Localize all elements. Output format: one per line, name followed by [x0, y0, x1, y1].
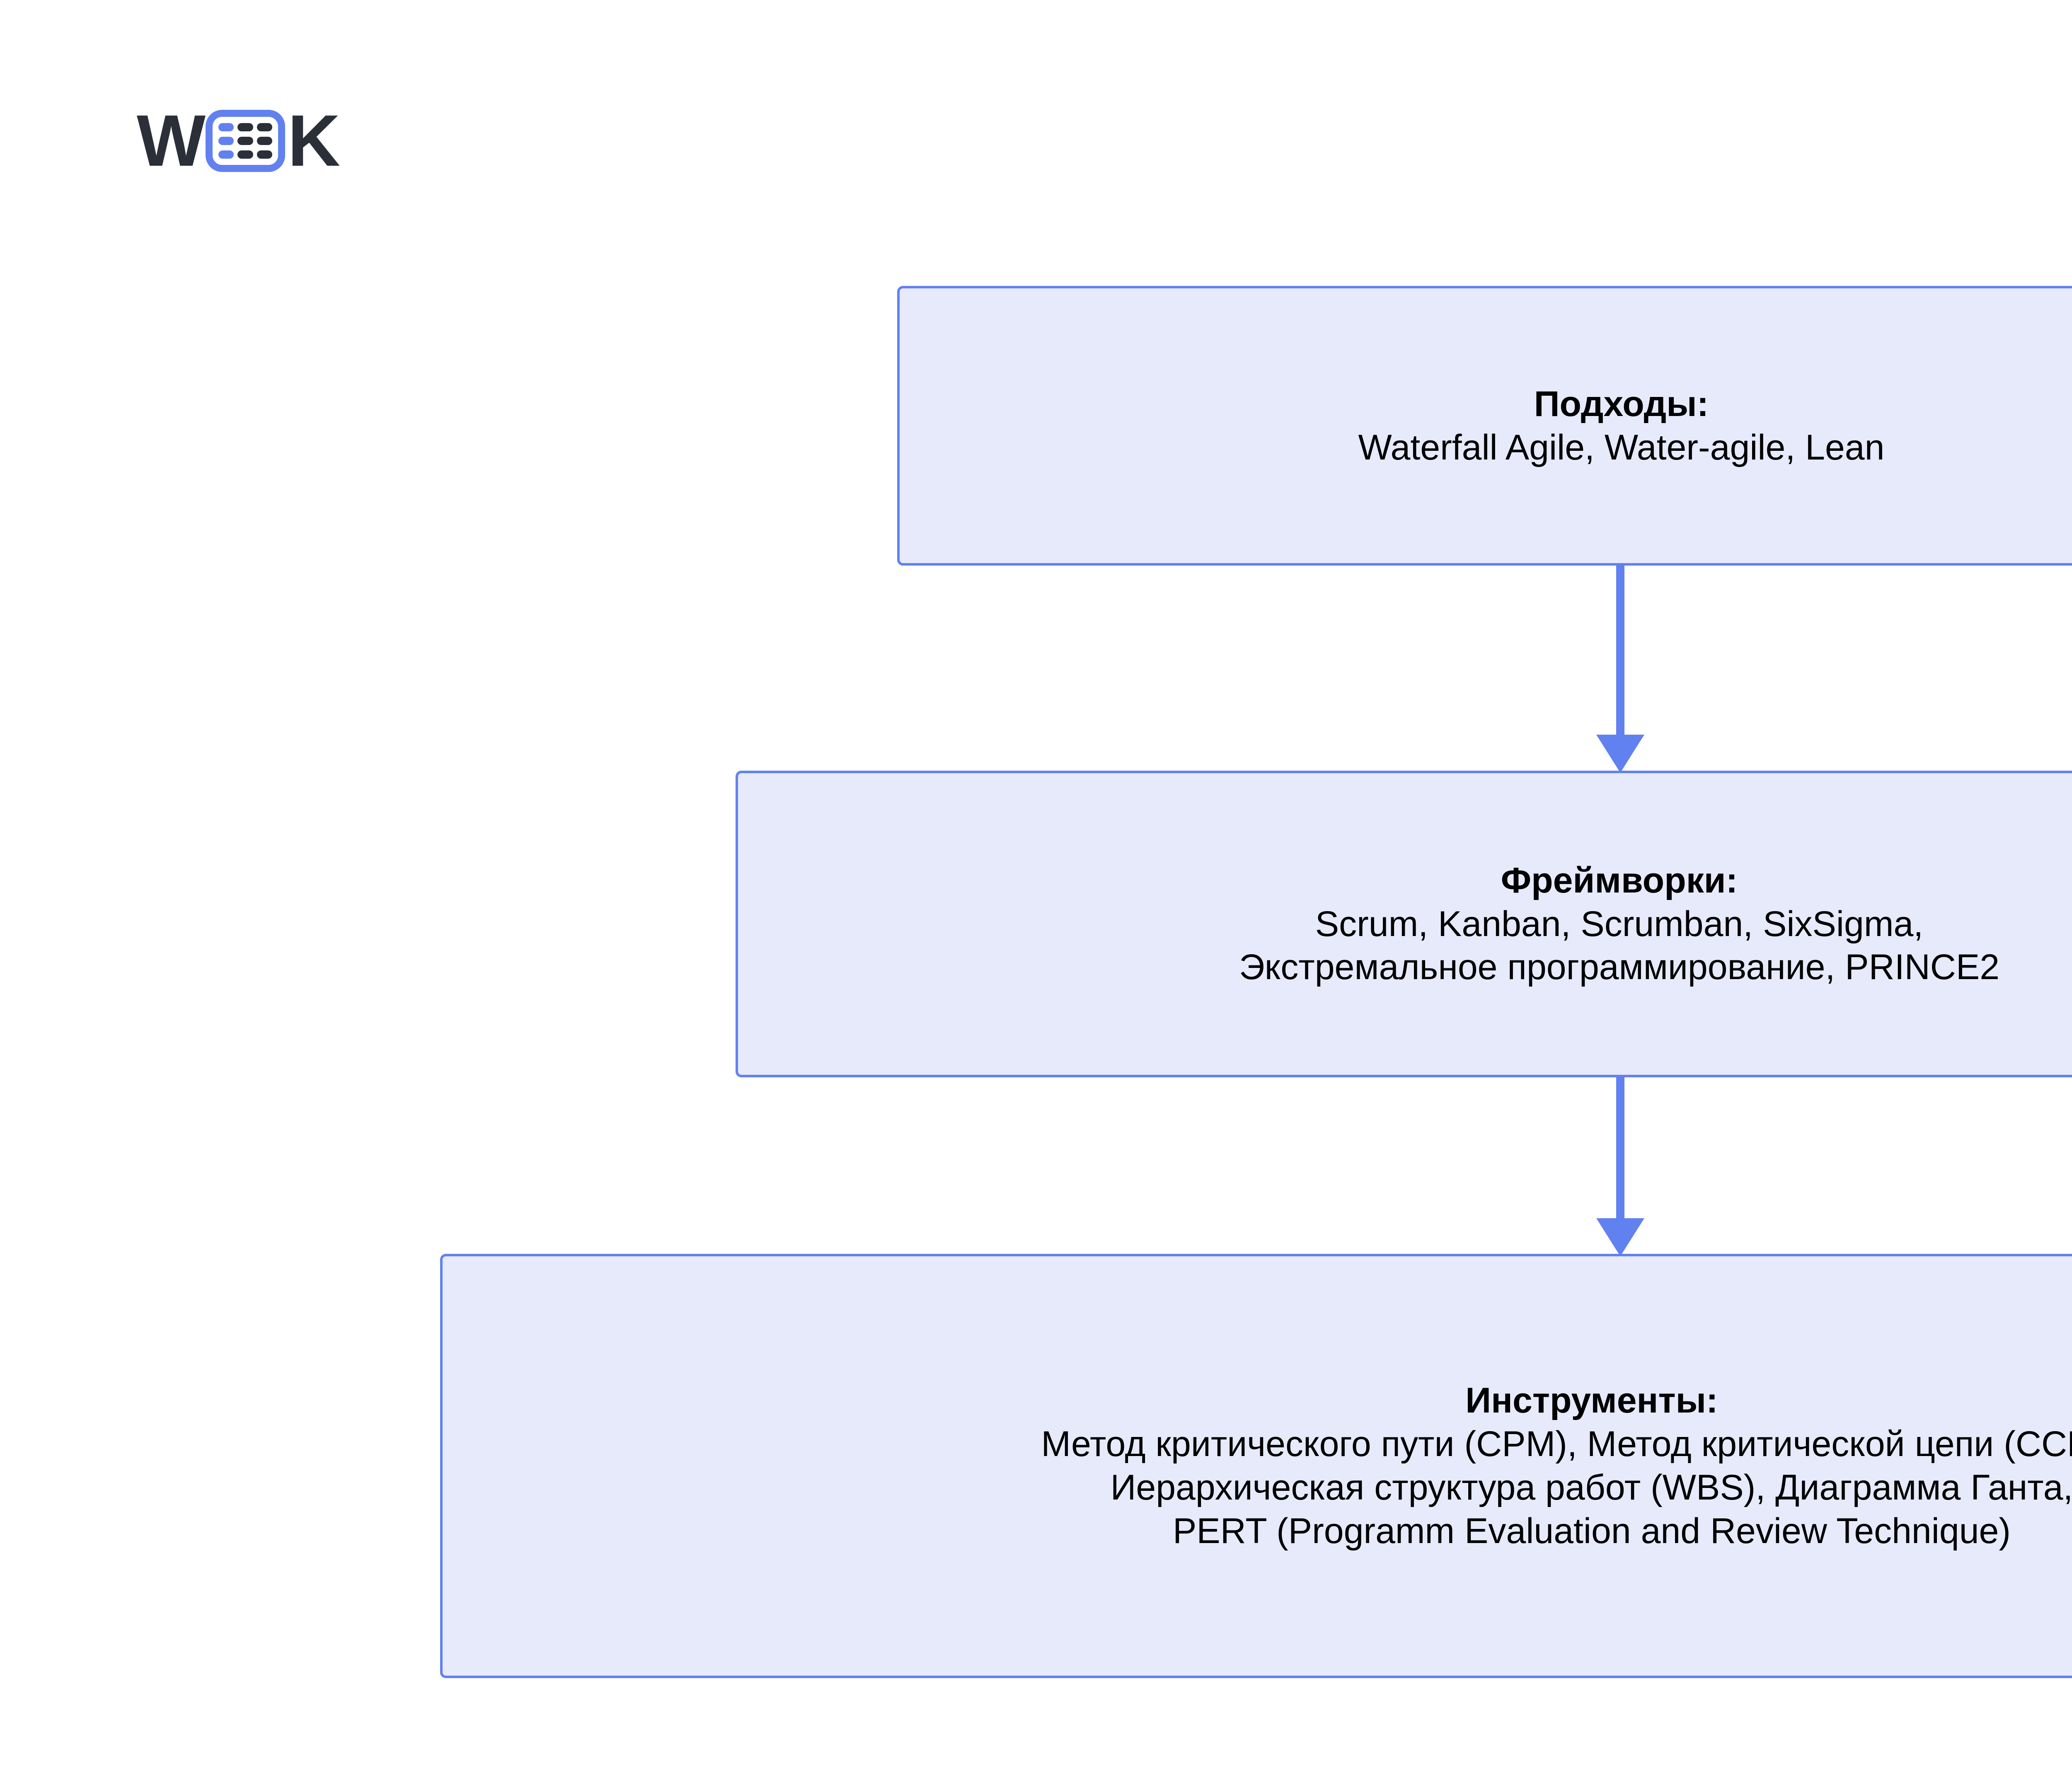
node-frameworks-title: Фреймворки: — [1501, 860, 1738, 900]
logo-cell-dark — [237, 137, 253, 145]
node-tools-line-3: PERT (Programm Evaluation and Review Tec… — [1172, 1511, 2011, 1551]
node-approaches: Подходы: Waterfall Agile, Water-agile, L… — [897, 286, 2072, 566]
logo-cell-dark — [237, 150, 253, 159]
logo-cell-accent — [218, 123, 234, 131]
node-frameworks: Фреймворки: Scrum, Kanban, Scrumban, Six… — [736, 771, 2072, 1077]
logo-grid-row — [218, 123, 273, 131]
logo-cell-dark — [257, 137, 273, 145]
logo-cell-accent — [218, 150, 234, 159]
arrow-approaches-to-frameworks — [1593, 566, 1647, 773]
logo-letter-w: W — [137, 100, 206, 181]
node-approaches-line-1: Waterfall Agile, Water-agile, Lean — [1358, 427, 1885, 467]
node-tools: Инструменты: Метод критического пути (CP… — [440, 1254, 2072, 1678]
node-tools-line-2: Иерархическая структура работ (WBS), Диа… — [1110, 1468, 2072, 1507]
node-tools-line-1: Метод критического пути (CPM), Метод кри… — [1041, 1424, 2072, 1464]
logo-letter-k: K — [288, 100, 340, 181]
logo-cell-dark — [257, 123, 273, 131]
node-tools-title: Инструменты: — [1465, 1381, 1718, 1421]
logo-grid-icon — [206, 110, 286, 172]
node-approaches-title: Подходы: — [1534, 384, 1709, 424]
node-frameworks-line-2: Экстремальное программирование, PRINCE2 — [1239, 947, 2000, 987]
logo-cell-dark — [237, 123, 253, 131]
logo-cell-accent — [218, 137, 234, 145]
arrow-frameworks-to-tools — [1593, 1077, 1647, 1256]
weeek-logo: W K — [137, 100, 340, 181]
node-frameworks-line-1: Scrum, Kanban, Scrumban, SixSigma, — [1315, 904, 1924, 944]
logo-cell-dark — [257, 150, 273, 159]
logo-grid-row — [218, 150, 273, 159]
logo-grid-row — [218, 137, 273, 145]
